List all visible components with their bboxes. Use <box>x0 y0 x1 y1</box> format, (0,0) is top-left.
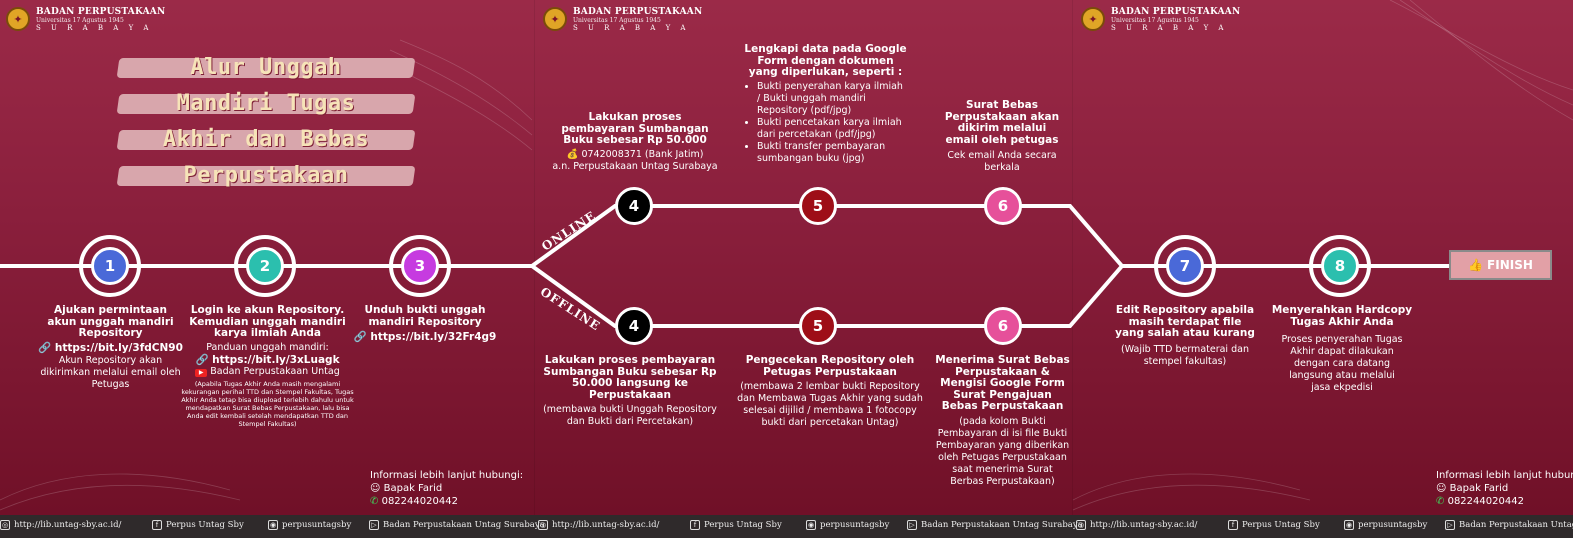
step-3-link[interactable]: 🔗 https://bit.ly/32Fr4g9 <box>353 331 497 343</box>
youtube-icon: ▶ <box>195 368 208 377</box>
whatsapp-icon: ✆ <box>1436 496 1445 507</box>
instagram-icon: ◉ <box>1344 520 1354 530</box>
step-3-node: 3 <box>389 235 451 297</box>
step-2-text: Login ke akun Repository. Kemudian ungga… <box>180 304 355 428</box>
step-7-node: 7 <box>1154 235 1216 297</box>
globe-icon: ◎ <box>0 520 10 530</box>
whatsapp-icon: ✆ <box>370 496 379 507</box>
footer-youtube-link[interactable]: ▷Badan Perpustakaan Untag Surabaya <box>369 520 545 530</box>
link-icon: 🔗 <box>38 341 52 354</box>
step-3-text: Unduh bukti unggah mandiri Repository 🔗 … <box>350 304 500 343</box>
footer-instagram-link[interactable]: ◉perpusuntagsby <box>1344 520 1428 530</box>
step-1-node: 1 <box>79 235 141 297</box>
step-1-text: Ajukan permintaan akun unggah mandiri Re… <box>38 304 183 390</box>
step-5-online-text: Lengkapi data pada Google Form dengan do… <box>743 43 908 165</box>
step-2-link[interactable]: 🔗 https://bit.ly/3xLuagk <box>195 353 340 366</box>
whatsapp-link[interactable]: ✆ 082244020442 <box>1436 496 1524 507</box>
facebook-icon: f <box>690 520 700 530</box>
footer-website-link[interactable]: ◎http://lib.untag-sby.ac.id/ <box>538 520 660 530</box>
brand-city: S U R A B A Y A <box>1111 24 1228 32</box>
contact-info: Informasi lebih lanjut hubungi: ☺ Bapak … <box>370 470 524 507</box>
title-line: Akhir dan Bebas <box>116 122 416 156</box>
list-item: Bukti pencetakan karya ilmiah dari perce… <box>757 117 908 141</box>
link-icon: 🔗 <box>195 353 209 366</box>
footer-website-link[interactable]: ◎http://lib.untag-sby.ac.id/ <box>1076 520 1198 530</box>
footer-instagram-link[interactable]: ◉perpusuntagsby <box>268 520 352 530</box>
step-8-node: 8 <box>1309 235 1371 297</box>
step-6-online-text: Surat Bebas Perpustakaan akan dikirim me… <box>944 99 1060 173</box>
globe-icon: ◎ <box>538 520 548 530</box>
step-4-offline-node: 4 <box>615 307 653 345</box>
facebook-icon: f <box>1228 520 1238 530</box>
brand-header: ✦ BADAN PERPUSTAKAAN Universitas 17 Agus… <box>6 7 165 33</box>
youtube-icon: ▷ <box>369 520 379 530</box>
title-line: Alur Unggah <box>116 50 416 84</box>
list-item: Bukti transfer pembayaran sumbangan buku… <box>757 141 908 165</box>
footer-website-link[interactable]: ◎http://lib.untag-sby.ac.id/ <box>0 520 122 530</box>
contact-info: Informasi lebih lanjut hubun ☺ Bapak Far… <box>1436 470 1573 507</box>
finish-badge: 👍 FINISH <box>1449 250 1552 280</box>
list-item: Bukti penyerahan karya ilmiah / Bukti un… <box>757 81 908 117</box>
globe-icon: ◎ <box>1076 520 1086 530</box>
footer-youtube-link[interactable]: ▷Badan Perpustakaan Untag Surabaya <box>907 520 1083 530</box>
thumbs-up-icon: 👍 <box>1468 258 1484 272</box>
youtube-icon: ▷ <box>1445 520 1455 530</box>
brand-university: Universitas 17 Agustus 1945 <box>573 17 661 24</box>
brand-name: BADAN PERPUSTAKAAN <box>573 7 703 17</box>
step-4-online-text: Lakukan proses pembayaran Sumbangan Buku… <box>552 111 718 172</box>
youtube-icon: ▷ <box>907 520 917 530</box>
footer-youtube-link[interactable]: ▷Badan Perpustakaan Untag <box>1445 520 1573 530</box>
instagram-icon: ◉ <box>806 520 816 530</box>
brand-university: Universitas 17 Agustus 1945 <box>36 17 124 24</box>
step-2-youtube-link[interactable]: ▶ Badan Perpustakaan Untag <box>180 366 355 378</box>
page-title: Alur Unggah Mandiri Tugas Akhir dan Beba… <box>116 50 416 194</box>
person-icon: ☺ <box>1436 483 1447 494</box>
university-logo-icon: ✦ <box>6 7 30 31</box>
step-2-node: 2 <box>234 235 296 297</box>
step-4-online-node: 4 <box>615 187 653 225</box>
step-5-offline-node: 5 <box>799 307 837 345</box>
brand-header: ✦ BADAN PERPUSTAKAAN Universitas 17 Agus… <box>543 7 702 33</box>
title-line: Mandiri Tugas <box>116 86 416 120</box>
document-list: Bukti penyerahan karya ilmiah / Bukti un… <box>743 81 908 165</box>
brand-name: BADAN PERPUSTAKAAN <box>1111 7 1241 17</box>
footer-instagram-link[interactable]: ◉perpusuntagsby <box>806 520 890 530</box>
step-7-text: Edit Repository apabila masih terdapat f… <box>1115 304 1255 367</box>
brand-city: S U R A B A Y A <box>36 24 153 32</box>
brand-name: BADAN PERPUSTAKAAN <box>36 7 166 17</box>
brand-header: ✦ BADAN PERPUSTAKAAN Universitas 17 Agus… <box>1081 7 1240 33</box>
instagram-icon: ◉ <box>268 520 278 530</box>
step-5-online-node: 5 <box>799 187 837 225</box>
university-logo-icon: ✦ <box>1081 7 1105 31</box>
person-icon: ☺ <box>370 483 381 494</box>
university-logo-icon: ✦ <box>543 7 567 31</box>
money-bag-icon: 💰 <box>566 148 579 160</box>
panel-divider <box>534 0 535 515</box>
step-1-link[interactable]: 🔗 https://bit.ly/3fdCN90 <box>38 341 183 354</box>
step-6-offline-text: Menerima Surat Bebas Perpustakaan & Meng… <box>935 354 1070 487</box>
panel-divider <box>1072 0 1073 515</box>
whatsapp-link[interactable]: ✆ 082244020442 <box>370 496 458 507</box>
step-6-offline-node: 6 <box>984 307 1022 345</box>
step-6-online-node: 6 <box>984 187 1022 225</box>
step-4-offline-text: Lakukan proses pembayaran Sumbangan Buku… <box>543 354 717 427</box>
step-8-text: Menyerahkan Hardcopy Tugas Akhir Anda Pr… <box>1271 304 1413 393</box>
step-5-offline-text: Pengecekan Repository oleh Petugas Perpu… <box>737 354 923 428</box>
facebook-icon: f <box>152 520 162 530</box>
brand-city: S U R A B A Y A <box>573 24 690 32</box>
link-icon: 🔗 <box>353 331 367 343</box>
title-line: Perpustakaan <box>116 158 416 192</box>
brand-university: Universitas 17 Agustus 1945 <box>1111 17 1199 24</box>
